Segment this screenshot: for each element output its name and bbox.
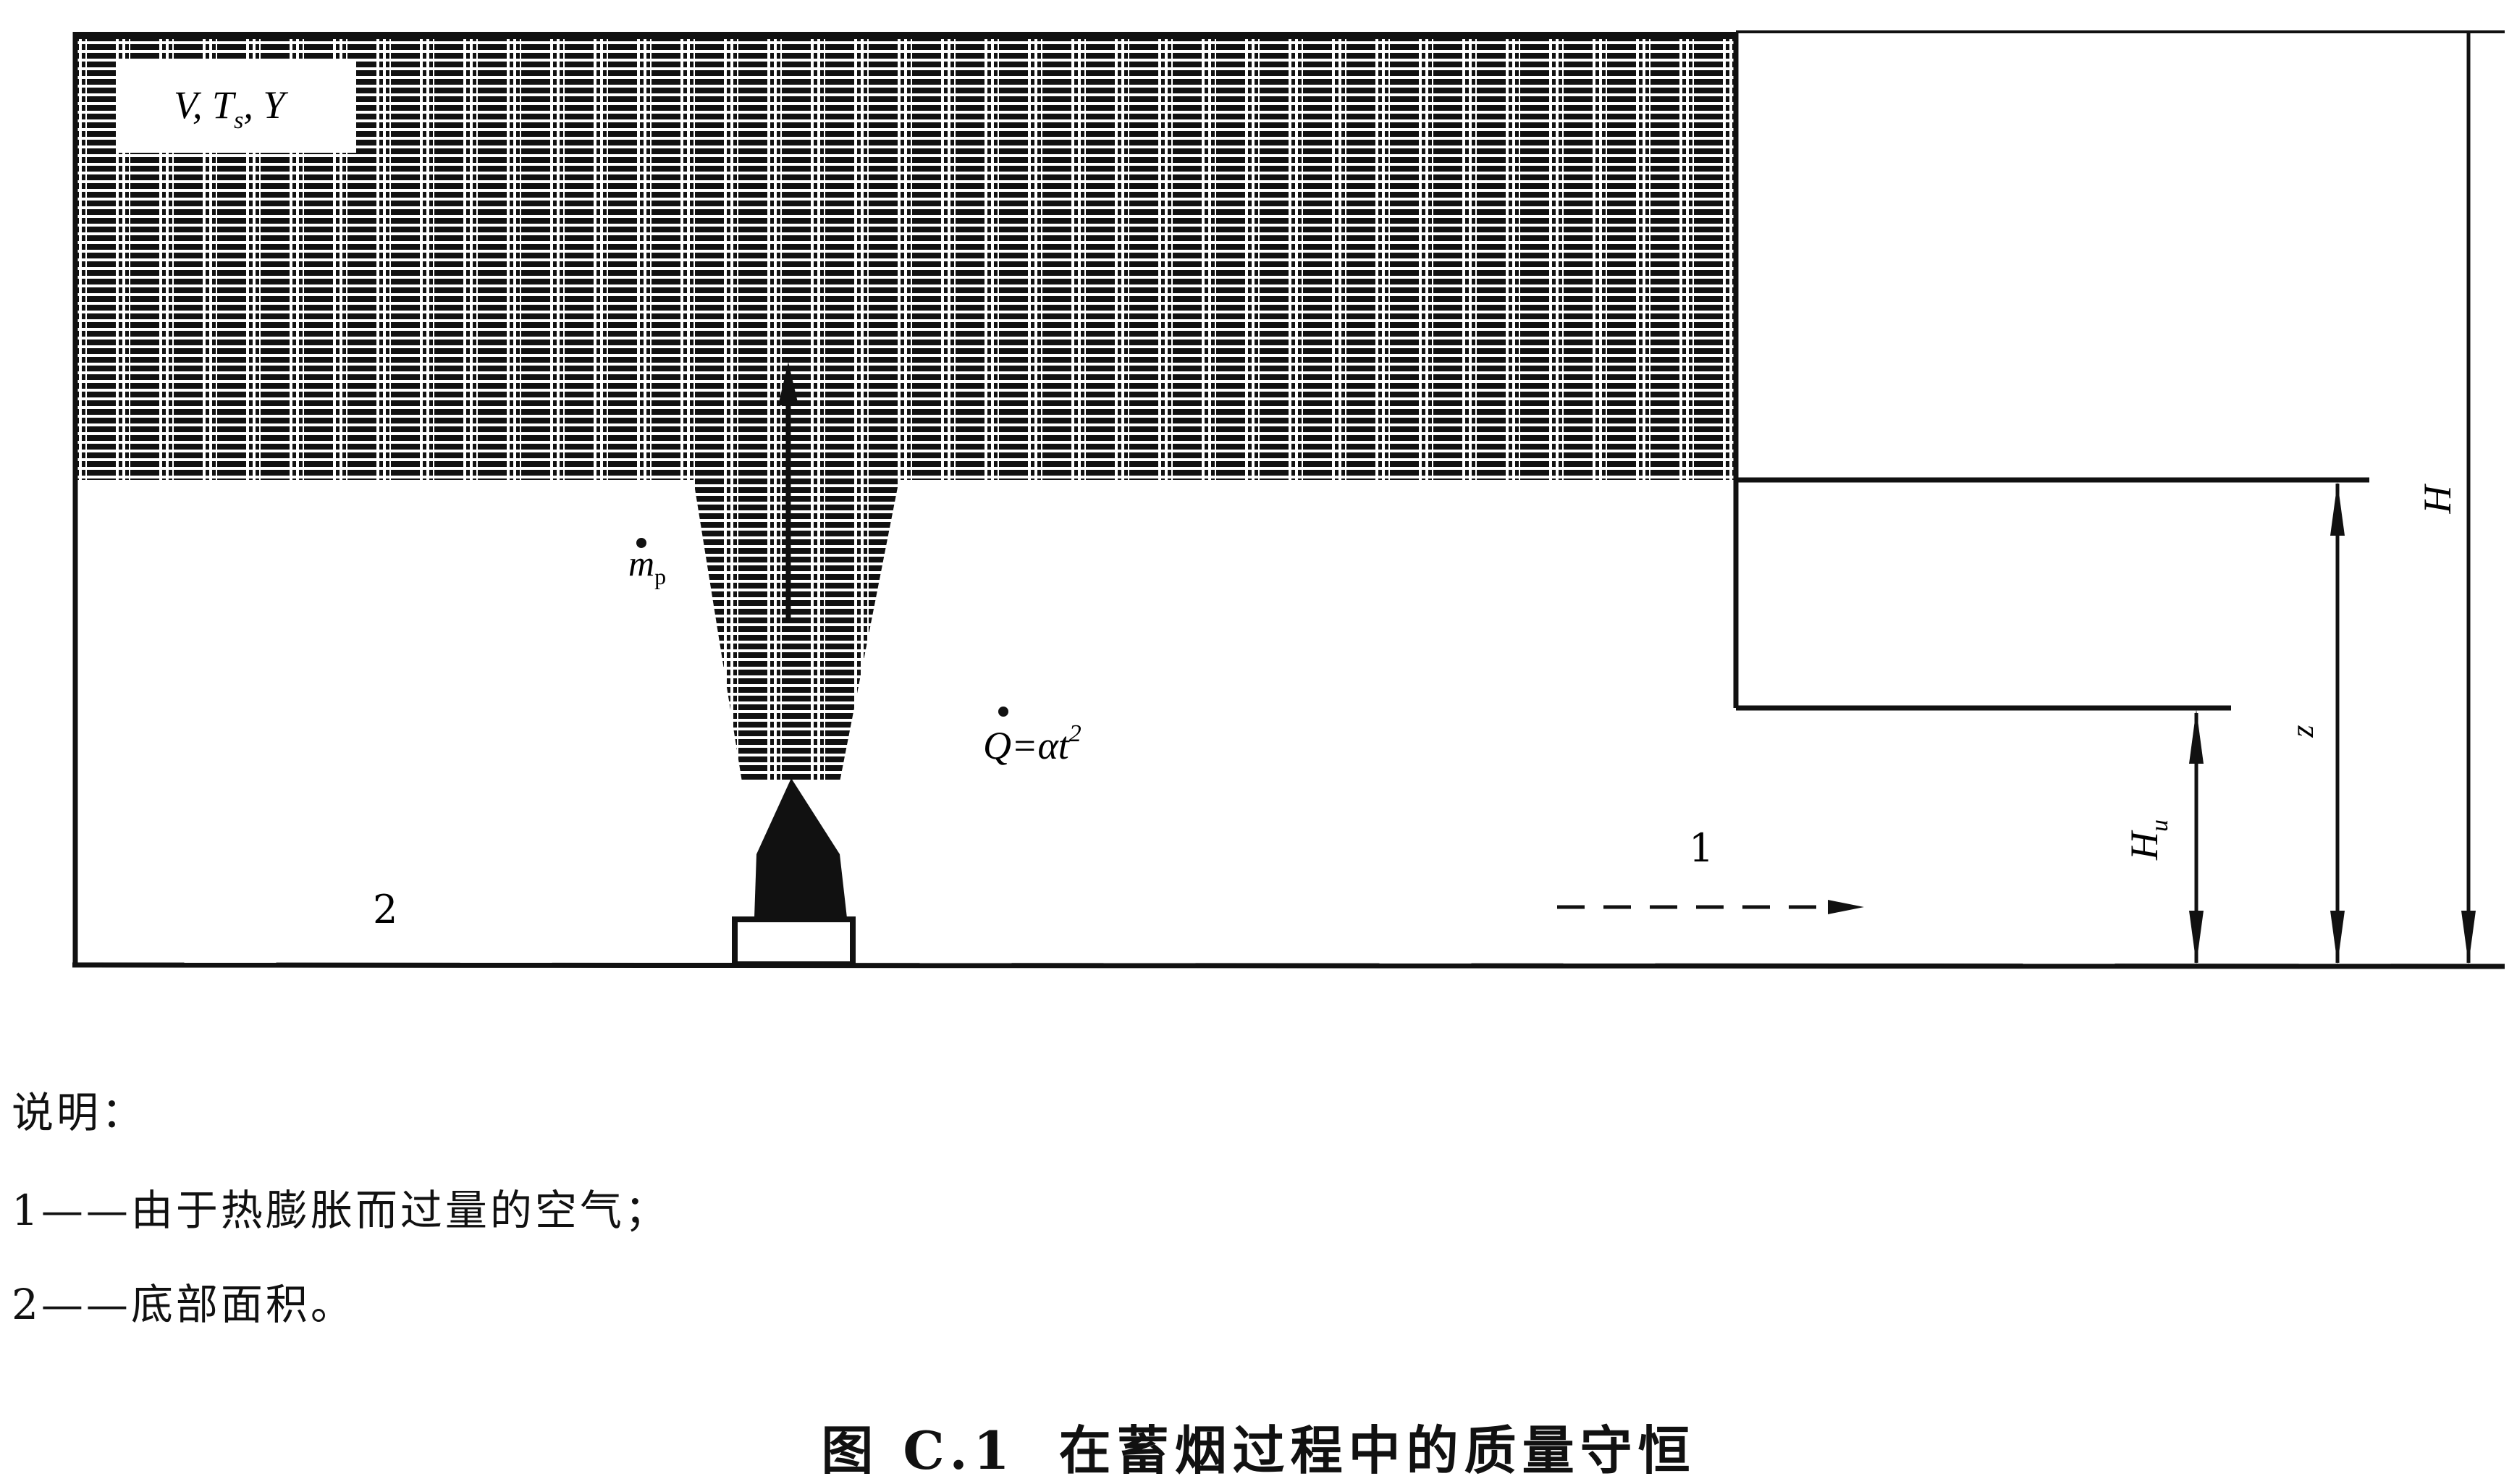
arrow-head-icon bbox=[2461, 911, 2476, 964]
marker-1: 1 bbox=[1689, 825, 1713, 871]
arrow-head-icon bbox=[778, 362, 798, 405]
burner bbox=[732, 916, 856, 967]
smoke-plume bbox=[693, 480, 899, 782]
arrow-head-icon bbox=[2330, 911, 2345, 964]
smoke-layer-edge bbox=[75, 32, 1736, 39]
caption-number: 图 C.1 bbox=[821, 1420, 1016, 1481]
flame bbox=[754, 778, 847, 918]
dot-accent bbox=[998, 707, 1008, 717]
room-outline bbox=[72, 30, 2505, 969]
figure-caption: 图 C.1 在蓄烟过程中的质量守恒 bbox=[0, 1408, 2517, 1484]
legend-title: 说明： bbox=[12, 1088, 147, 1137]
arrow-head-icon bbox=[2189, 709, 2204, 764]
caption-title: 在蓄烟过程中的质量守恒 bbox=[1058, 1420, 1696, 1481]
legend-item-2: 2——底部面积。 bbox=[12, 1280, 355, 1329]
label-Hu: Hu bbox=[2122, 819, 2173, 861]
heat-release-label: Q=αt2 bbox=[983, 720, 1082, 767]
mass-flow-label: mp bbox=[628, 543, 666, 589]
layer-variables-label: V, Ts, Y bbox=[174, 83, 288, 134]
arrow-head-icon bbox=[2189, 911, 2204, 964]
arrow-head-icon bbox=[1828, 900, 1864, 914]
legend-item-1: 1——由于热膨胀而过量的空气； bbox=[12, 1186, 670, 1235]
label-H: H bbox=[2416, 484, 2459, 515]
marker-2: 2 bbox=[373, 887, 397, 932]
label-box bbox=[117, 61, 356, 153]
label-z: z bbox=[2285, 725, 2320, 738]
dot-accent bbox=[636, 538, 646, 548]
arrow-head-icon bbox=[2330, 482, 2345, 536]
